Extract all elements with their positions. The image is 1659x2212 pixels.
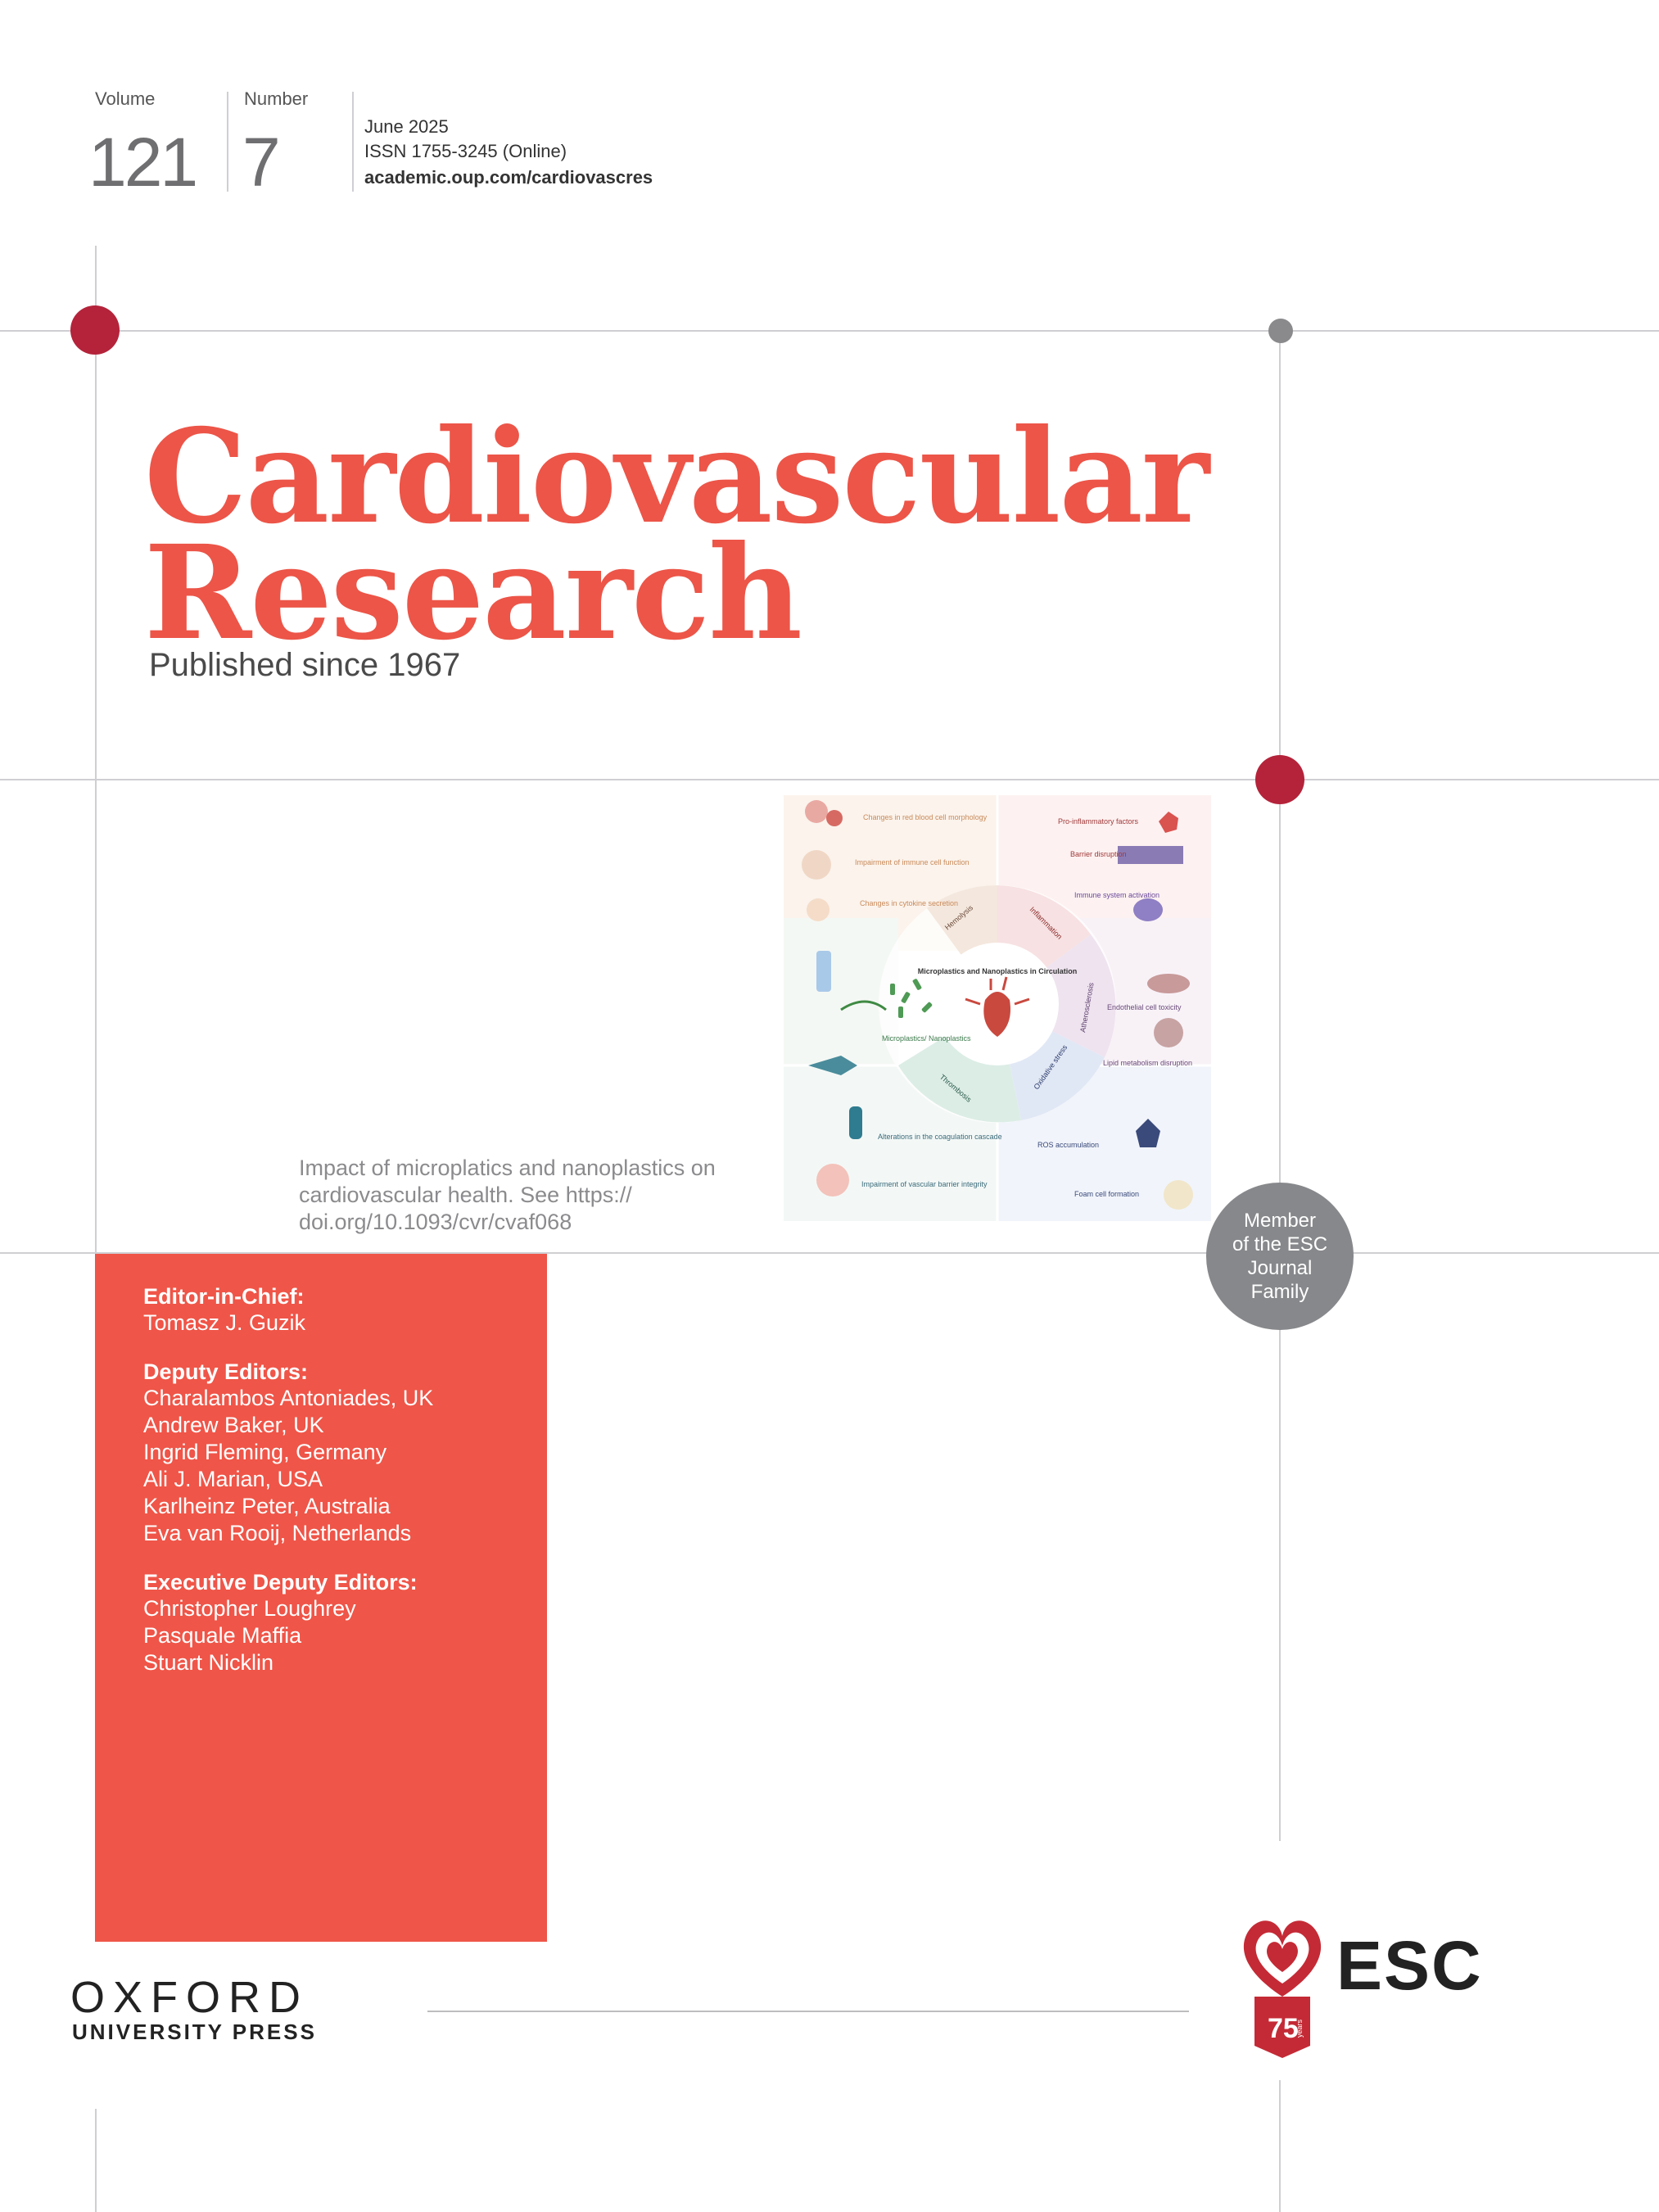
decorative-dot-red-right: [1255, 755, 1304, 804]
journal-subtitle: Published since 1967: [149, 647, 461, 683]
journal-title-line2: Research: [144, 518, 802, 669]
editor-name: Tomasz J. Guzik: [143, 1310, 306, 1335]
editor-in-chief-heading: Editor-in-Chief:: [143, 1284, 305, 1309]
esc-years: 75: [1268, 2013, 1299, 2044]
guide-line-left: [95, 246, 97, 1257]
editor-name: Ali J. Marian, USA: [143, 1467, 323, 1491]
deputy-editors-heading: Deputy Editors:: [143, 1359, 309, 1384]
header-divider-2: [352, 92, 354, 192]
esc-years-label: years: [1295, 2019, 1304, 2038]
esc-logo: 75 years ESC: [1236, 1915, 1490, 2062]
figure-label-proinflam: Pro-inflammatory factors: [1058, 817, 1139, 826]
esc-member-badge: Member of the ESC Journal Family: [1206, 1183, 1354, 1330]
editor-name: Christopher Loughrey: [143, 1596, 356, 1621]
editor-in-chief-group: Editor-in-Chief: Tomasz J. Guzik: [143, 1284, 433, 1337]
figure-label-cytokine: Changes in cytokine secretion: [860, 899, 958, 907]
badge-line-3: Journal: [1247, 1257, 1313, 1279]
executive-deputy-editors-group: Executive Deputy Editors: Christopher Lo…: [143, 1570, 433, 1676]
figure-label-lipid: Lipid metabolism disruption: [1103, 1059, 1192, 1067]
journal-url[interactable]: academic.oup.com/cardiovascres: [364, 167, 653, 188]
figure-label-barrier: Barrier disruption: [1070, 850, 1127, 858]
figure-label-ros: ROS accumulation: [1037, 1141, 1099, 1149]
number-label: Number: [244, 88, 309, 109]
publisher-line-2: UNIVERSITY PRESS: [72, 2020, 317, 2044]
issue-date: June 2025: [364, 116, 449, 137]
badge-line-2: of the ESC: [1232, 1233, 1328, 1255]
guide-line-right: [1279, 330, 1281, 1841]
editor-name: Charalambos Antoniades, UK: [143, 1386, 434, 1410]
oxford-university-press-logo: OXFORD UNIVERSITY PRESS: [70, 1972, 317, 2045]
footer-divider: [427, 2011, 1189, 2012]
editor-name: Ingrid Fleming, Germany: [143, 1440, 387, 1464]
caption-line-2: cardiovascular health. See https://: [299, 1183, 632, 1207]
figure-label-foam: Foam cell formation: [1074, 1190, 1139, 1198]
editor-name: Eva van Rooij, Netherlands: [143, 1521, 412, 1545]
header-divider-1: [227, 92, 228, 192]
figure-label-mnp: Microplastics/ Nanoplastics: [882, 1034, 971, 1043]
editor-name: Pasquale Maffia: [143, 1623, 302, 1648]
volume-number: 121: [88, 124, 198, 201]
issn: ISSN 1755-3245 (Online): [364, 141, 567, 161]
publisher-line-1: OXFORD: [70, 1973, 310, 2022]
esc-heart-icon: 75 years: [1243, 1920, 1322, 2058]
issue-number: 7: [242, 124, 281, 201]
editor-name: Andrew Baker, UK: [143, 1413, 324, 1437]
figure-label-coag: Alterations in the coagulation cascade: [878, 1133, 1002, 1141]
caption-line-3[interactable]: doi.org/10.1093/cvr/cvaf068: [299, 1210, 572, 1234]
caption-line-1: Impact of microplatics and nanoplastics …: [299, 1156, 716, 1180]
deputy-editors-group: Deputy Editors: Charalambos Antoniades, …: [143, 1359, 433, 1547]
editors-panel: Editor-in-Chief: Tomasz J. Guzik Deputy …: [95, 1254, 547, 1942]
esc-wordmark: ESC: [1336, 1927, 1483, 2004]
badge-line-1: Member: [1243, 1210, 1317, 1232]
editor-name: Stuart Nicklin: [143, 1650, 274, 1675]
figure-label-endothelial: Endothelial cell toxicity: [1107, 1003, 1182, 1011]
figure-label-immune: Impairment of immune cell function: [855, 858, 970, 866]
guide-line-top: [0, 330, 1659, 332]
badge-line-4: Family: [1250, 1281, 1309, 1303]
volume-label: Volume: [95, 88, 156, 109]
cover-figure: Microplastics and Nanoplastics in Circul…: [784, 795, 1211, 1221]
figure-caption: Impact of microplatics and nanoplastics …: [299, 1155, 757, 1236]
guide-line-right-bottom: [1279, 2080, 1281, 2212]
editor-name: Karlheinz Peter, Australia: [143, 1494, 391, 1518]
decorative-dot-red-left: [70, 305, 120, 355]
figure-label-rbc: Changes in red blood cell morphology: [863, 813, 988, 821]
guide-line-left-bottom: [95, 2109, 97, 2212]
executive-deputy-editors-heading: Executive Deputy Editors:: [143, 1570, 418, 1595]
figure-label-immune-act: Immune system activation: [1074, 891, 1159, 899]
decorative-dot-gray: [1268, 319, 1293, 343]
figure-center-title: Microplastics and Nanoplastics in Circul…: [918, 967, 1078, 975]
guide-line-middle: [0, 779, 1659, 780]
guide-line-lower: [0, 1252, 1659, 1254]
figure-label-vascular: Impairment of vascular barrier integrity: [861, 1180, 988, 1188]
journal-title-line1: Cardiovascular: [144, 401, 1209, 553]
